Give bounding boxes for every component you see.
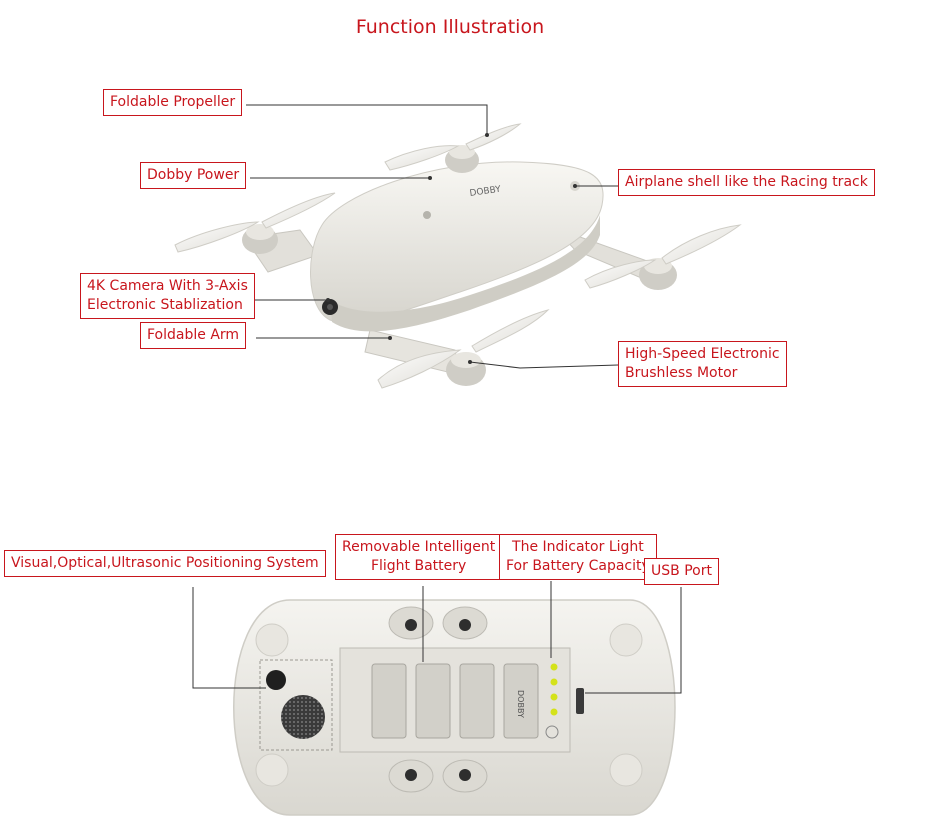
callout-indicator-line1: The Indicator Light bbox=[512, 539, 644, 555]
callout-camera-line2: Electronic Stablization bbox=[87, 297, 243, 313]
callout-motor: High-Speed Electronic Brushless Motor bbox=[618, 341, 787, 387]
callout-dobby-power: Dobby Power bbox=[140, 162, 247, 189]
callout-motor-line2: Brushless Motor bbox=[625, 365, 738, 381]
callout-indicator-light: The Indicator Light For Battery Capacity bbox=[499, 534, 657, 580]
callout-foldable-arm: Foldable Arm bbox=[140, 322, 247, 349]
propeller-blade bbox=[471, 309, 550, 353]
battery-indicator-lights bbox=[550, 663, 558, 716]
propeller-blade bbox=[661, 224, 742, 265]
callout-battery-line1: Removable Intelligent bbox=[342, 539, 496, 555]
callout-airplane-shell: Airplane shell like the Racing track bbox=[618, 169, 875, 196]
foldable-propeller bbox=[465, 123, 522, 151]
optical-sensor-icon bbox=[266, 670, 286, 690]
callout-indicator-line2: For Battery Capacity bbox=[506, 558, 650, 574]
callout-positioning-system: Visual,Optical,Ultrasonic Positioning Sy… bbox=[4, 550, 326, 577]
callout-camera: 4K Camera With 3-Axis Electronic Stabliz… bbox=[80, 273, 255, 319]
page-title: Function Illustration bbox=[355, 16, 545, 38]
positioning-system bbox=[259, 659, 333, 751]
callout-battery: Removable Intelligent Flight Battery bbox=[335, 534, 503, 580]
callout-motor-line1: High-Speed Electronic bbox=[625, 346, 780, 362]
motor-back-left bbox=[242, 224, 278, 254]
drone-top-view: DOBBY bbox=[174, 123, 742, 389]
shell-brand-text: DOBBY bbox=[469, 185, 502, 199]
foldable-propeller bbox=[384, 145, 460, 171]
battery-brand-text: DOBBY bbox=[516, 690, 525, 718]
airplane-shell bbox=[310, 161, 604, 324]
propeller-blade bbox=[584, 259, 657, 289]
callout-usb-port: USB Port bbox=[644, 558, 719, 585]
callout-battery-line2: Flight Battery bbox=[370, 558, 467, 574]
drone-bottom-view: DOBBY bbox=[233, 599, 676, 816]
propeller-blade bbox=[261, 192, 336, 229]
usb-port-icon bbox=[576, 688, 584, 714]
ultrasonic-sensor-icon bbox=[281, 695, 325, 739]
shell-side bbox=[330, 215, 600, 332]
propeller-blade bbox=[174, 221, 260, 253]
leader-lines bbox=[192, 104, 682, 694]
callout-foldable-propeller: Foldable Propeller bbox=[103, 89, 243, 116]
propeller-blade bbox=[377, 349, 462, 389]
battery-button-icon bbox=[545, 725, 559, 739]
brushless-motor bbox=[446, 352, 486, 386]
folded-propellers bbox=[388, 606, 488, 793]
callout-camera-line1: 4K Camera With 3-Axis bbox=[87, 278, 248, 294]
power-button-icon bbox=[423, 211, 431, 219]
